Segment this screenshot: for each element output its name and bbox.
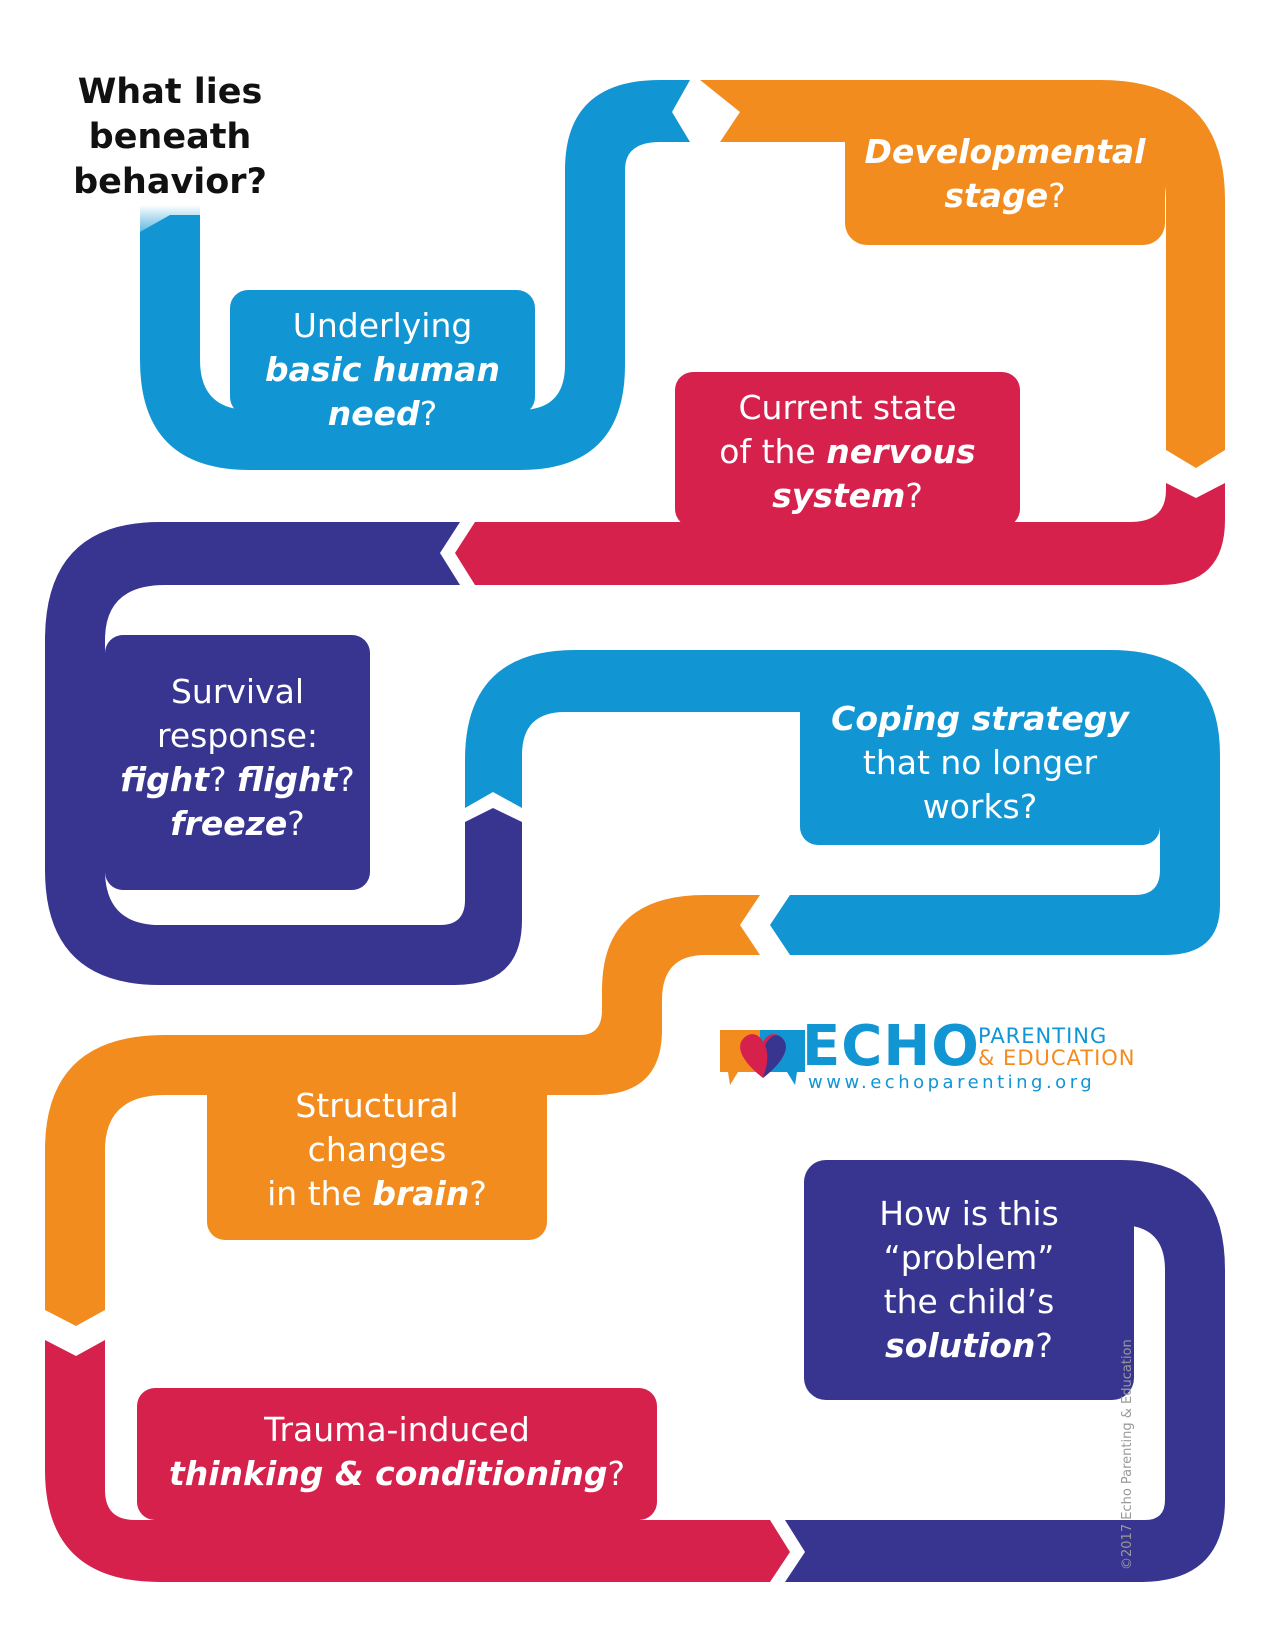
card-line: thinking & conditioning? [137,1452,657,1496]
card-line: Developmental [845,130,1165,174]
copyright-notice: ©2017 Echo Parenting & Education [1120,1339,1135,1570]
card-box-nervous-system [675,372,1020,527]
card-box-trauma-thinking [137,1388,657,1520]
card-keyword: freeze [170,804,288,843]
card-keyword: need [327,394,420,433]
logo-line-1: PARENTING [978,1024,1108,1048]
title-line: What lies [77,72,263,112]
card-box-basic-need [230,290,535,415]
card-box-child-solution [804,1160,1134,1400]
card-keyword: brain [372,1174,470,1213]
card-line: stage? [845,174,1165,218]
card-keyword: flight [237,760,338,799]
card-text: response: [156,716,318,755]
card-keyword: thinking & conditioning [168,1454,608,1493]
card-box-developmental-stage [845,110,1165,245]
card-text: ? [607,1454,626,1493]
title-line: behavior? [73,162,267,202]
logo-name: ECHO [802,1014,980,1079]
card-line: “problem” [804,1236,1134,1280]
card-text: ? [209,760,238,799]
card-keyword: basic human [264,350,501,389]
card-text: ? [905,476,923,515]
card-line: of the nervous [675,430,1020,474]
card-keyword: solution [885,1326,1036,1365]
card-text: works? [922,787,1038,826]
card-line: Survival [105,670,370,714]
red-path-1 [455,483,1225,585]
logo-icon [720,1030,805,1085]
navy-path-2 [785,1160,1225,1582]
orange-path-2 [45,895,760,1326]
main-title: What lies beneath behavior? [40,70,300,205]
card-line: Trauma-induced [137,1408,657,1452]
card-line: the child’s [804,1280,1134,1324]
card-text: of the [719,432,827,471]
card-text: Current state [738,388,957,427]
card-keyword: stage [944,176,1049,215]
card-box-brain-changes [207,1060,547,1240]
blue-path-1 [140,80,690,470]
card-line: fight? flight? [105,758,370,802]
card-coping-strategy: Coping strategy that no longer works? [800,697,1160,829]
card-line: need? [230,392,535,436]
card-box-coping-strategy [800,680,1160,845]
path-segment-blue-1 [140,80,690,470]
card-keyword: Developmental [864,132,1146,171]
card-line: Structural [207,1084,547,1128]
card-line: Coping strategy [800,697,1160,741]
card-text: “problem” [883,1238,1055,1277]
card-text: Structural [295,1086,459,1125]
card-text: ? [1035,1326,1053,1365]
card-text: the child’s [883,1282,1055,1321]
card-line: solution? [804,1324,1134,1368]
logo-url: www.echoparenting.org [808,1072,1096,1093]
card-text: Trauma-induced [264,1410,530,1449]
card-text: changes [307,1130,447,1169]
card-line: works? [800,785,1160,829]
logo-line-2: & EDUCATION [978,1046,1136,1070]
card-line: freeze? [105,802,370,846]
card-line: basic human [230,348,535,392]
card-text: ? [337,760,355,799]
card-keyword: system [772,476,906,515]
navy-path-1 [45,522,522,985]
card-box-survival-response [105,635,370,890]
card-text: ? [419,394,438,433]
card-line: in the brain? [207,1172,547,1216]
card-keyword: Coping strategy [831,699,1129,738]
card-line: system? [675,474,1020,518]
card-line: that no longer [800,741,1160,785]
card-text: in the [267,1174,373,1213]
card-text: ? [1048,176,1066,215]
card-text: ? [287,804,305,843]
card-line: Current state [675,386,1020,430]
title-line: beneath [88,117,252,157]
card-text: that no longer [862,743,1098,782]
red-path-2 [45,1340,790,1582]
orange-path-1 [700,80,1225,468]
card-keyword: nervous [826,432,976,471]
card-line: Underlying [230,304,535,348]
card-line: How is this [804,1192,1134,1236]
card-text: Underlying [292,306,473,345]
echo-logo: ECHO PARENTING & EDUCATION www.echoparen… [720,1014,1160,1093]
card-keyword: fight [120,760,210,799]
card-line: response: [105,714,370,758]
card-text: Survival [170,672,305,711]
card-text: ? [469,1174,487,1213]
card-line: changes [207,1128,547,1172]
card-text: How is this [879,1194,1059,1233]
